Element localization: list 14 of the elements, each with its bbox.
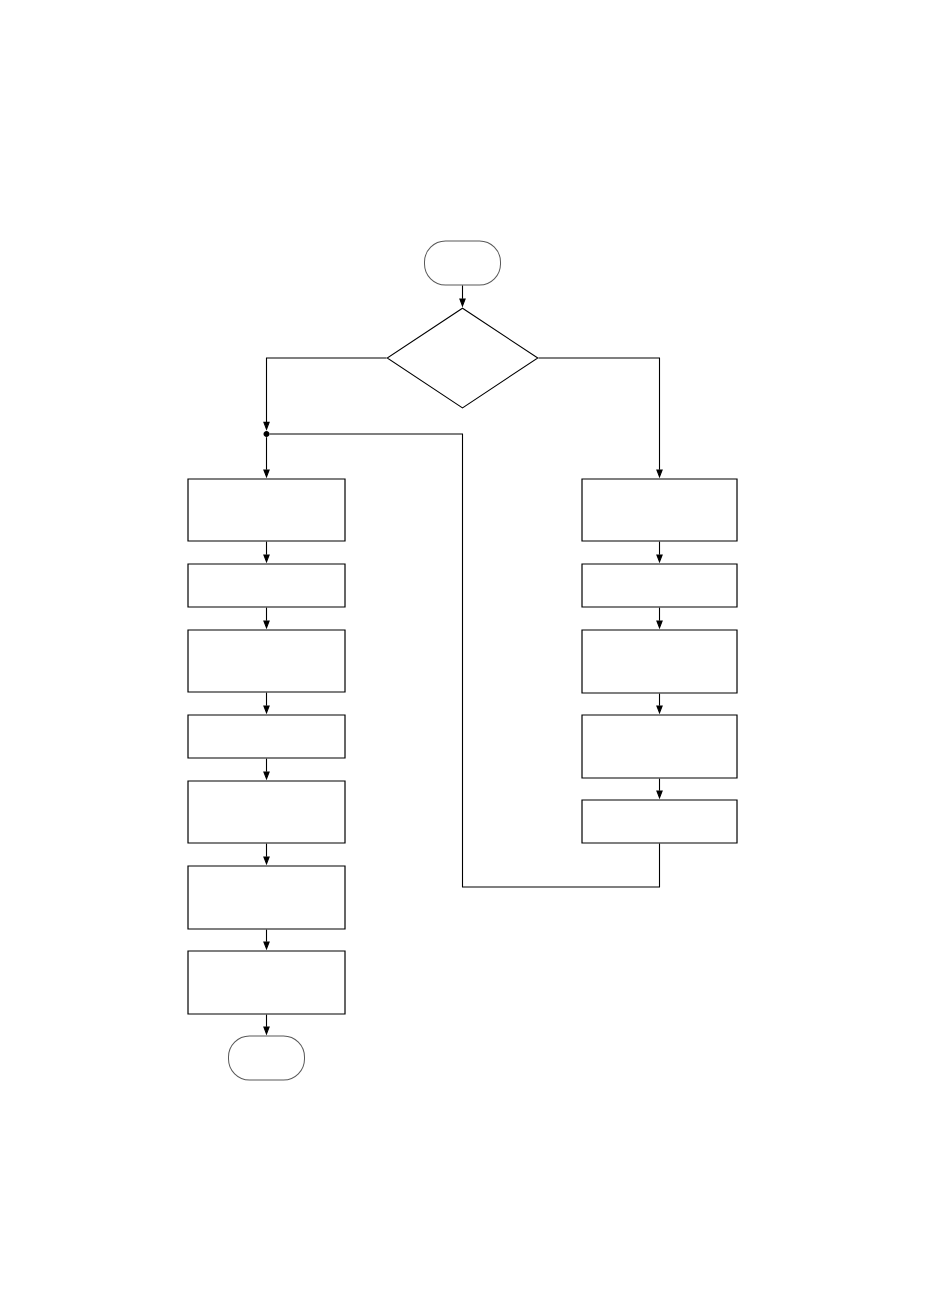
process-box (187, 950, 346, 1015)
process-box (581, 563, 738, 608)
process-box (187, 478, 346, 542)
process-box (581, 478, 738, 542)
connector-line (269, 433, 661, 888)
process-box (581, 629, 738, 694)
process-box (187, 865, 346, 930)
process-box (187, 629, 346, 693)
process-box (581, 714, 738, 779)
decision-diamond (386, 307, 539, 409)
process-box (187, 714, 346, 759)
process-box (187, 563, 346, 608)
process-box (581, 799, 738, 844)
process-box (187, 780, 346, 844)
